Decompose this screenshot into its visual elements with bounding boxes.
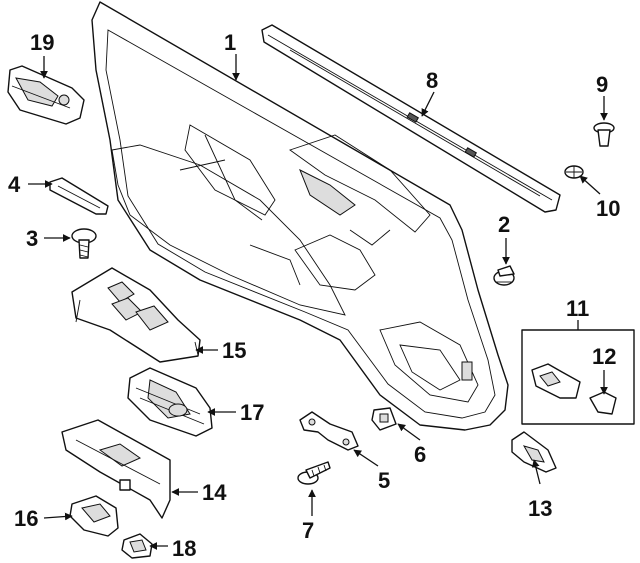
callout-labels: 1 2 3 4 5 6 7 8 9 10 11 12 13 14 15 16 1… xyxy=(8,30,620,561)
leader-lines xyxy=(28,54,608,550)
callout-8: 8 xyxy=(426,68,438,93)
callout-3: 3 xyxy=(26,226,38,251)
trim-clip xyxy=(493,265,515,286)
callout-1: 1 xyxy=(224,30,236,55)
screw xyxy=(71,228,97,259)
callout-15: 15 xyxy=(222,338,246,363)
callout-6: 6 xyxy=(414,442,426,467)
callout-18: 18 xyxy=(172,536,196,561)
callout-10: 10 xyxy=(596,196,620,221)
callout-13: 13 xyxy=(528,496,552,521)
switch-small xyxy=(121,533,153,559)
callout-14: 14 xyxy=(202,480,227,505)
clip-9 xyxy=(593,122,615,147)
beltline-weatherstrip xyxy=(261,24,561,213)
door-trim-panel xyxy=(91,1,509,431)
window-switch-assembly xyxy=(127,367,213,437)
callout-12: 12 xyxy=(592,344,616,369)
mirror-inner-cover xyxy=(7,65,85,125)
callout-19: 19 xyxy=(30,30,54,55)
clip-10 xyxy=(564,165,584,179)
callout-7: 7 xyxy=(302,518,314,543)
door-lock-switch xyxy=(69,495,119,537)
callout-11: 11 xyxy=(566,296,589,321)
callout-4: 4 xyxy=(8,172,21,197)
callout-5: 5 xyxy=(378,468,390,493)
callout-2: 2 xyxy=(498,212,510,237)
retainer xyxy=(371,407,397,431)
clip-kit-box xyxy=(521,320,635,425)
switch-bezel-lower xyxy=(61,419,171,519)
callout-9: 9 xyxy=(596,72,608,97)
switch-bezel xyxy=(71,267,201,363)
callout-17: 17 xyxy=(240,400,264,425)
door-switch-13 xyxy=(511,431,557,473)
bracket xyxy=(299,411,359,451)
push-clip xyxy=(297,461,331,485)
plate xyxy=(49,177,109,215)
callout-16: 16 xyxy=(14,506,38,531)
